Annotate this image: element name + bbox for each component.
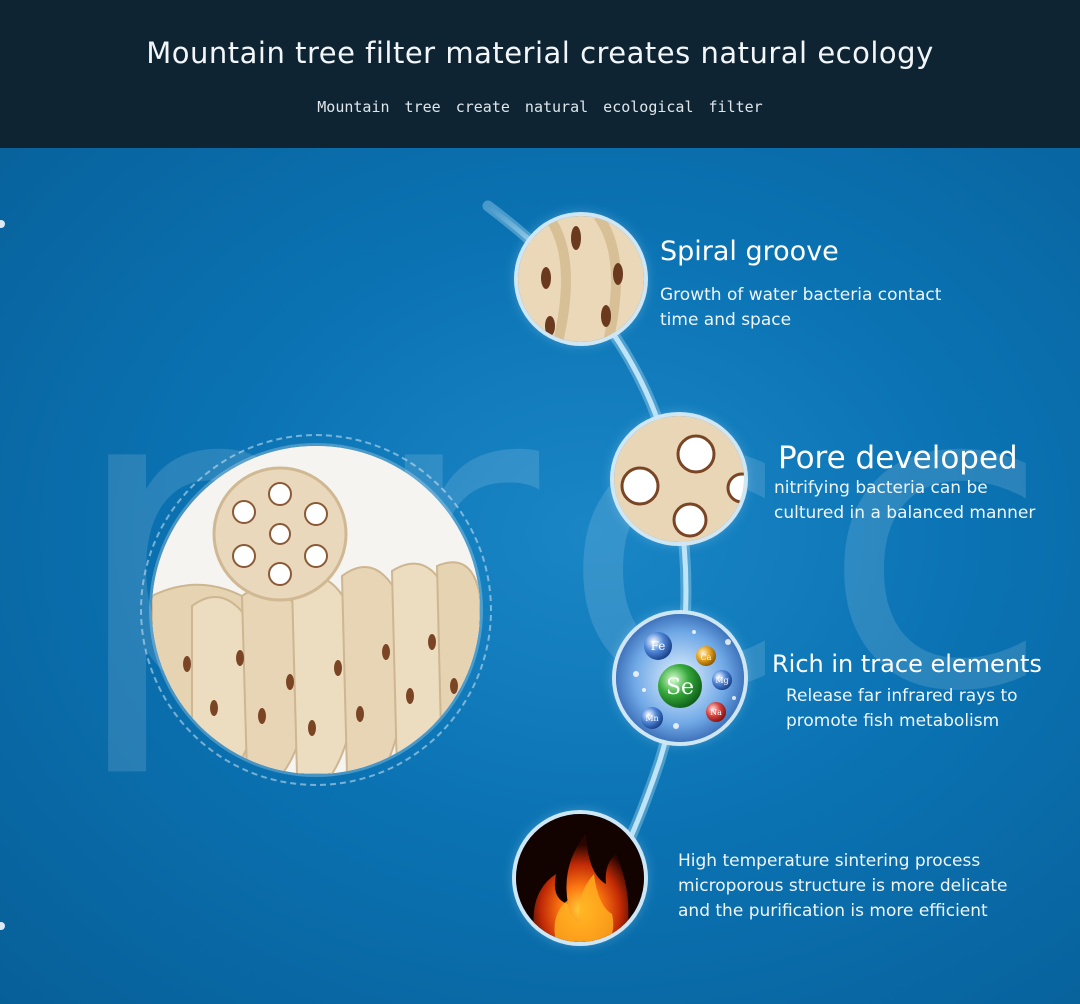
page-title: Mountain tree filter material creates na… xyxy=(146,36,934,70)
desc-line: cultured in a balanced manner xyxy=(774,503,1036,523)
desc-line: microporous structure is more delicate xyxy=(678,876,1008,896)
element-label: Na xyxy=(710,708,722,717)
feature-desc-pore: nitrifying bacteria can be cultured in a… xyxy=(774,476,1035,526)
product-image xyxy=(152,446,480,774)
feature-title-pore: Pore developed xyxy=(778,440,1018,476)
spiral-groove-icon xyxy=(518,216,644,342)
edge-dot xyxy=(0,220,5,228)
ceramic-ring-illustration xyxy=(152,446,480,774)
desc-line: and the purification is more efficient xyxy=(678,901,988,921)
desc-line: Release far infrared rays to xyxy=(786,686,1018,706)
desc-line: promote fish metabolism xyxy=(786,711,1000,731)
element-label: Ca xyxy=(701,653,712,662)
feature-title-spiral-groove: Spiral groove xyxy=(660,236,839,267)
element-label: Fe xyxy=(651,639,666,653)
desc-line: nitrifying bacteria can be xyxy=(774,478,988,498)
feature-icon-sintering xyxy=(516,814,644,942)
feature-title-trace-elements: Rich in trace elements xyxy=(772,650,1042,678)
feature-desc-sintering: High temperature sintering process micro… xyxy=(678,849,1007,924)
trace-elements-icon: Fe Ca Se Mg Mn Na xyxy=(616,614,744,742)
desc-line: High temperature sintering process xyxy=(678,851,981,871)
product-ring xyxy=(140,434,492,786)
edge-dot xyxy=(0,922,5,930)
feature-desc-spiral-groove: Growth of water bacteria contact time an… xyxy=(660,283,941,333)
element-label: Se xyxy=(666,675,694,700)
feature-icon-trace-elements: Fe Ca Se Mg Mn Na xyxy=(616,614,744,742)
fire-icon xyxy=(516,814,644,942)
feature-icon-pore xyxy=(614,416,744,542)
desc-line: time and space xyxy=(660,310,792,330)
element-label: Mn xyxy=(645,714,658,723)
element-label: Mg xyxy=(715,676,728,685)
feature-icon-spiral-groove xyxy=(518,216,644,342)
pore-icon xyxy=(614,416,744,542)
page-subtitle: Mountain tree create natural ecological … xyxy=(317,98,763,116)
feature-desc-trace-elements: Release far infrared rays to promote fis… xyxy=(786,684,1018,734)
desc-line: Growth of water bacteria contact xyxy=(660,285,942,305)
header-banner: Mountain tree filter material creates na… xyxy=(0,0,1080,148)
